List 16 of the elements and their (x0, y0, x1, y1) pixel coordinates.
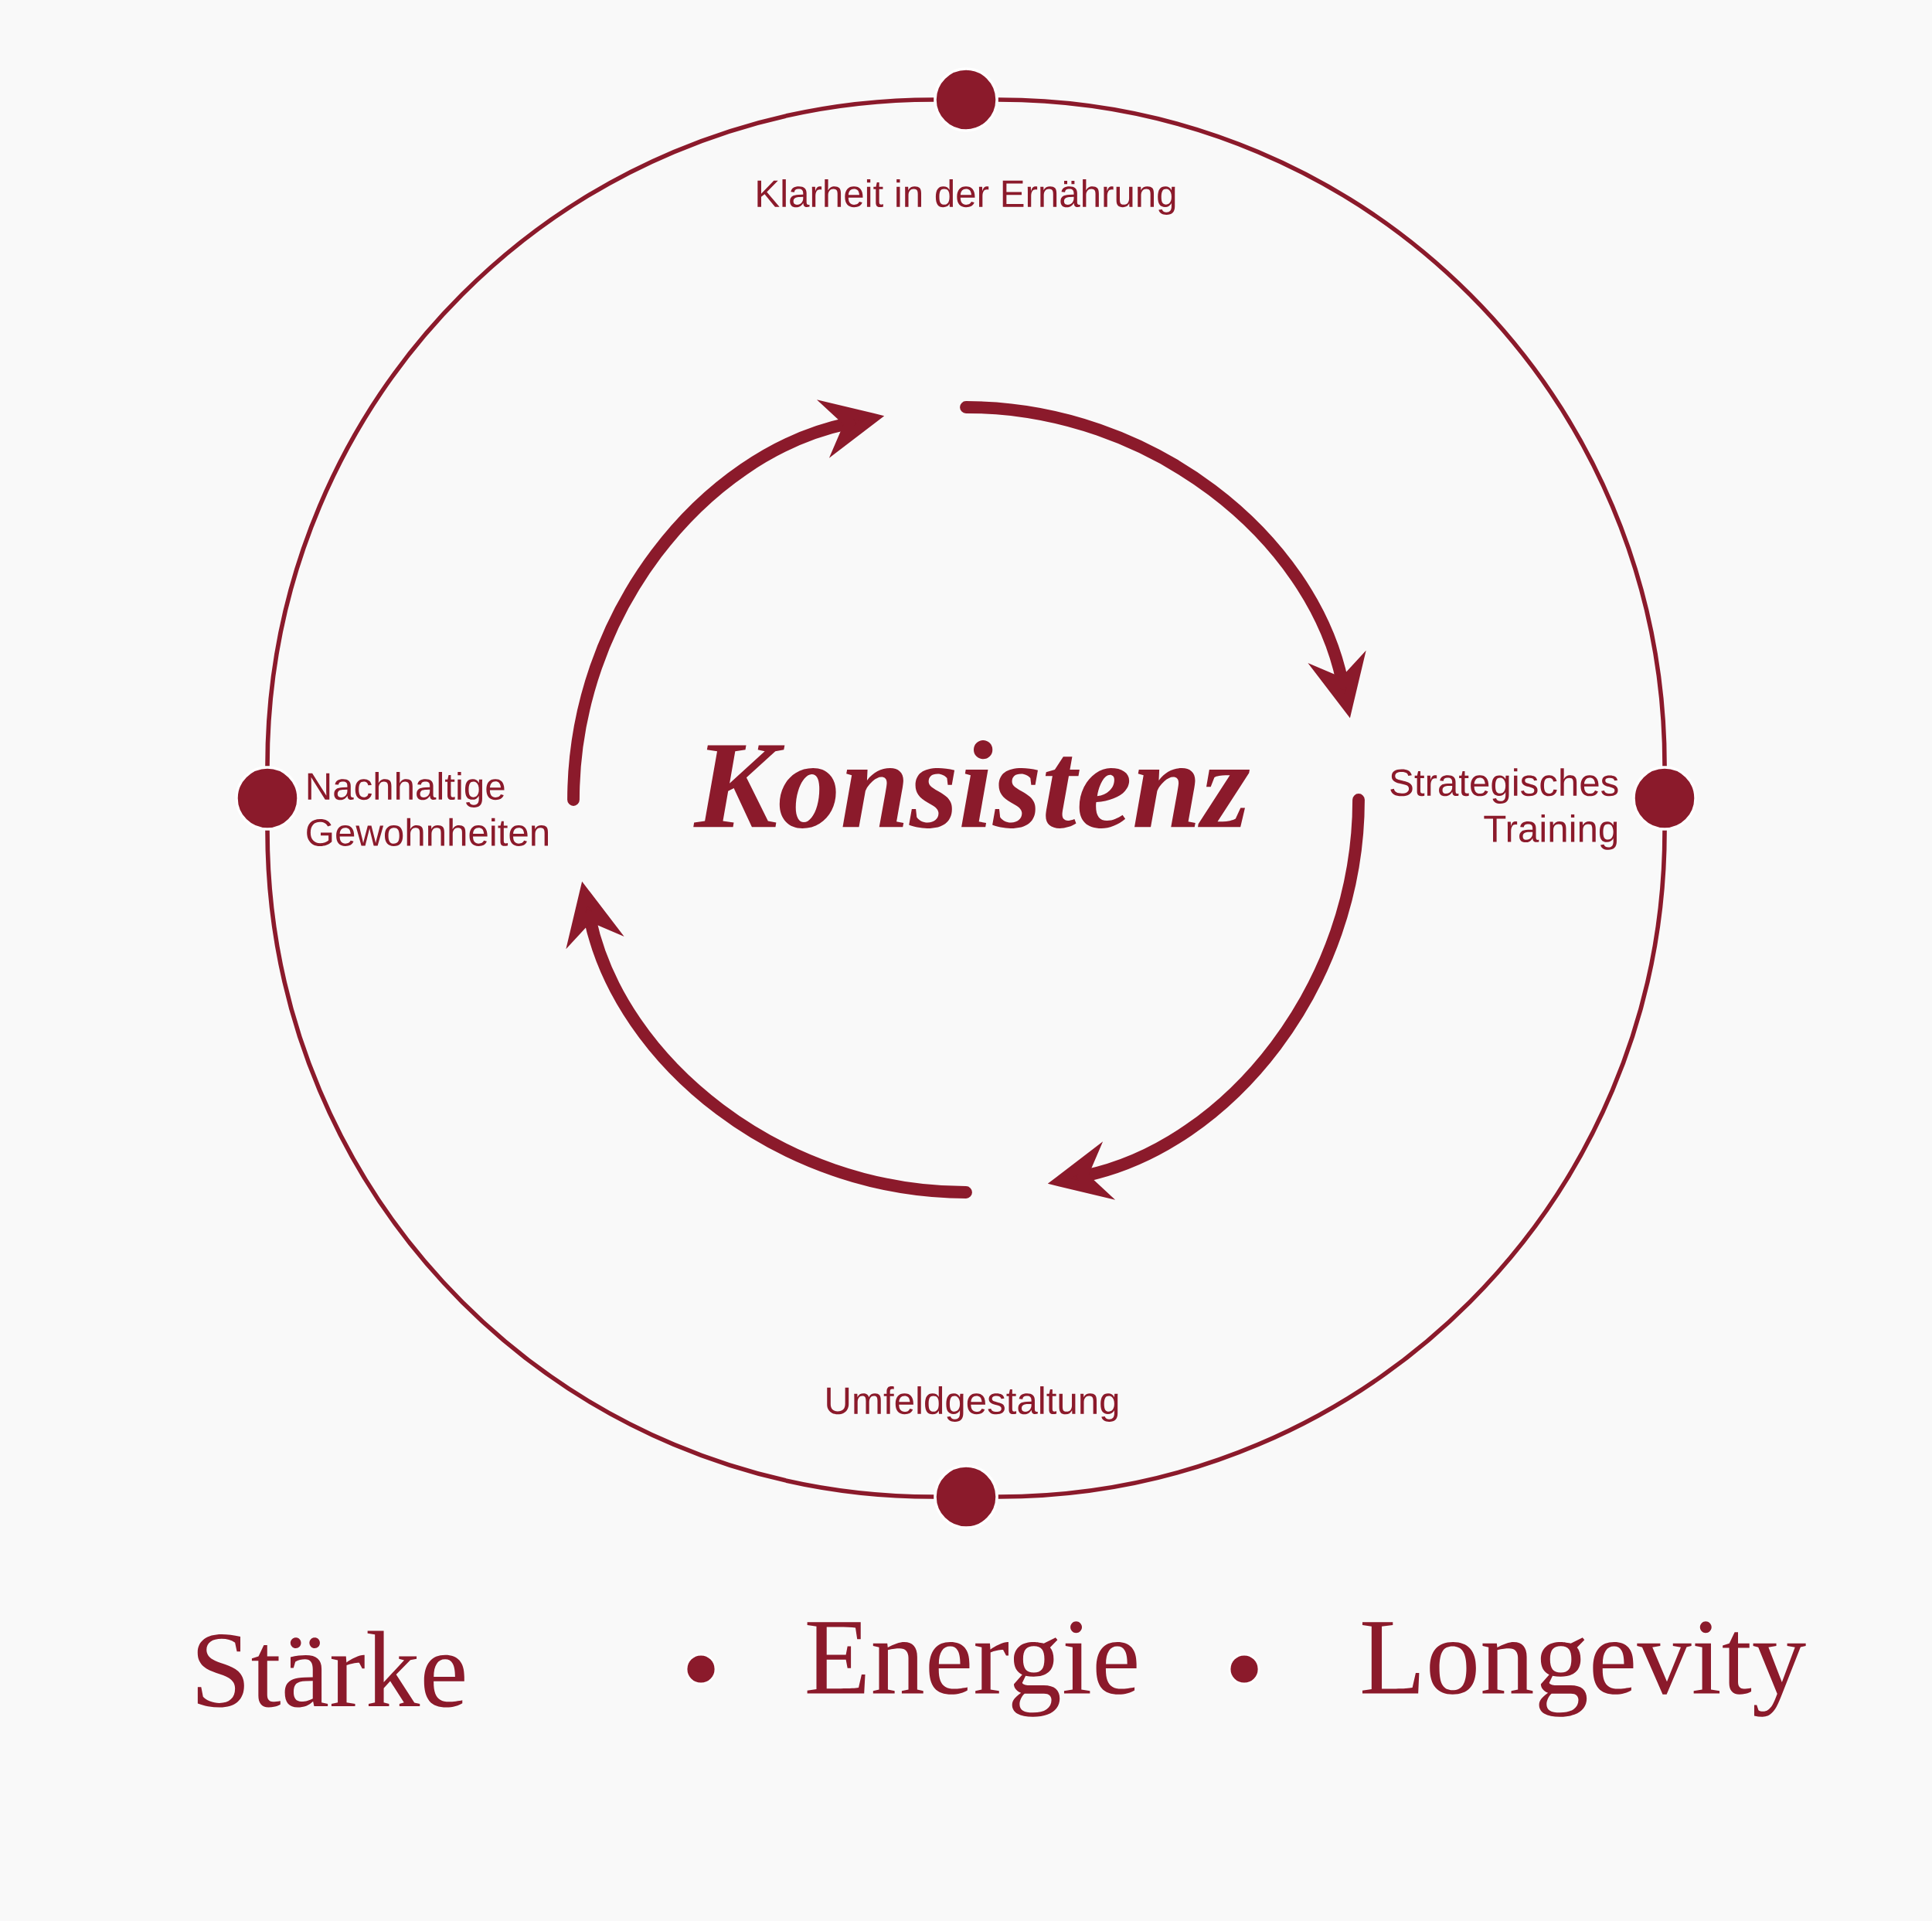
dot (1632, 766, 1697, 831)
station-label: Klarheit in der Ernährung (757, 179, 1175, 215)
dot (235, 766, 300, 831)
ring-arc (998, 97, 1667, 767)
station-label: Nachhaltige Gewohnheiten (307, 772, 548, 846)
station-label: Umfeldgestaltung (827, 1386, 1118, 1422)
dot (934, 67, 998, 132)
keyword: Stärke (197, 1630, 464, 1708)
ring-arc (265, 830, 934, 1499)
center-title: Konsistenz (693, 740, 1250, 828)
dot (934, 1464, 998, 1529)
ring-arc (998, 830, 1667, 1499)
keyword: Longevity (1362, 1621, 1806, 1717)
keyword: Energie (807, 1621, 1137, 1717)
station-label: Strategisches Training (1390, 768, 1618, 850)
ring-arc (265, 97, 934, 767)
